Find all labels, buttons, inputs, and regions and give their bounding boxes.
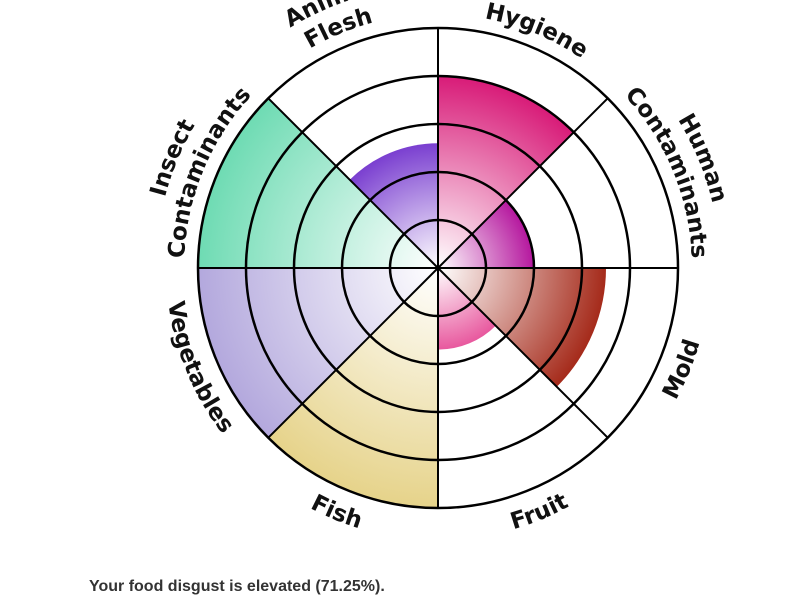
label-fish: Fish	[307, 490, 366, 534]
sector-fruit	[438, 268, 496, 350]
sector-hygiene	[438, 76, 574, 268]
grid-spoke-2	[437, 97, 609, 269]
sector-vegetables	[198, 268, 438, 438]
sector-fish	[268, 268, 438, 508]
label-hygiene: Hygiene	[483, 0, 593, 64]
food-disgust-polar-chart: HygieneHumanContaminantsMoldFruitFishVeg…	[146, 0, 732, 535]
sectors-layer	[198, 76, 606, 508]
grid-layer	[196, 26, 680, 510]
sector-insect-contaminants	[198, 98, 438, 268]
result-text: Your food disgust is elevated (71.25%).	[89, 578, 385, 595]
grid-spoke-8	[267, 97, 439, 269]
sector-human-contaminants	[438, 200, 534, 268]
grid-spoke-4	[437, 267, 609, 439]
grid-spoke-6	[267, 267, 439, 439]
sector-mold	[438, 268, 606, 387]
